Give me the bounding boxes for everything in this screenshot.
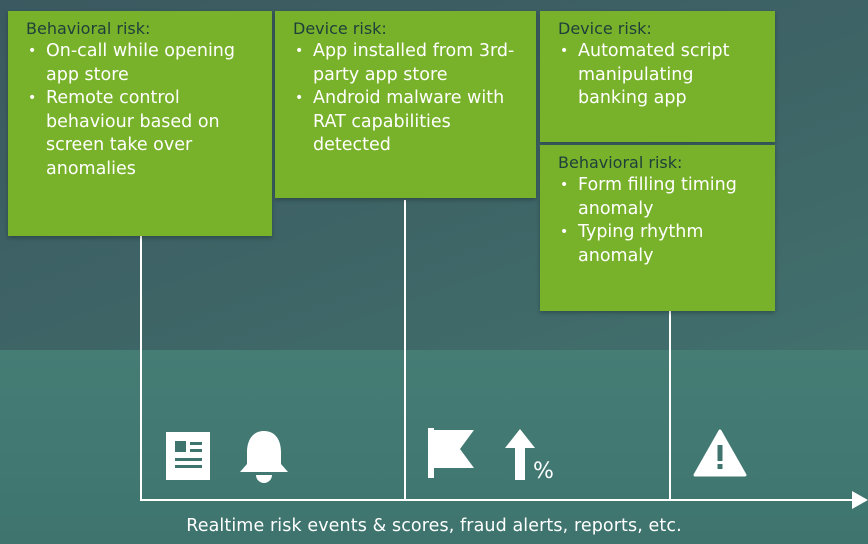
list-item: •Android malware with RAT capabilities d… [295,88,505,155]
axis-arrow-icon [852,491,868,509]
timeline-axis [140,499,858,501]
bullet-icon: • [295,43,304,59]
connector-line-1 [140,230,142,500]
bullet-icon: • [560,224,569,240]
list-item: •Remote control behaviour based on scree… [28,88,220,179]
box-title: Behavioral risk: [558,153,683,172]
bullet-icon: • [28,90,37,106]
box-title: Device risk: [558,19,652,38]
risk-list: •App installed from 3rd-party app store … [293,40,526,158]
box-title: Device risk: [293,19,387,38]
bullet-icon: • [560,43,569,59]
list-item: •App installed from 3rd-party app store [295,41,515,85]
bullet-icon: • [295,90,304,106]
report-icon [166,432,212,486]
flag-icon [428,428,478,482]
behavioral-risk-box-1: Behavioral risk: •On-call while opening … [8,11,272,236]
list-item: •On-call while opening app store [28,41,236,85]
timeline-caption: Realtime risk events & scores, fraud ale… [186,516,682,536]
risk-list: •Form filling timing anomaly •Typing rhy… [558,174,765,268]
list-item: •Automated script manipulating banking a… [560,41,730,108]
behavioral-risk-box-2: Behavioral risk: •Form filling timing an… [540,145,775,311]
bell-icon [236,428,292,490]
connector-line-2 [404,200,406,500]
list-item: •Typing rhythm anomaly [560,222,704,266]
risk-list: •Automated script manipulating banking a… [558,40,765,111]
box-title: Behavioral risk: [26,19,151,38]
warning-icon [693,429,747,481]
device-risk-box-1: Device risk: •App installed from 3rd-par… [275,11,536,198]
arrow-up-percent-icon: % [503,428,563,488]
list-item: •Form filling timing anomaly [560,175,737,219]
bullet-icon: • [28,43,37,59]
connector-line-3 [669,310,671,500]
bullet-icon: • [560,177,569,193]
device-risk-box-2: Device risk: •Automated script manipulat… [540,11,775,142]
percent-symbol: % [533,459,554,484]
risk-list: •On-call while opening app store •Remote… [26,40,262,181]
